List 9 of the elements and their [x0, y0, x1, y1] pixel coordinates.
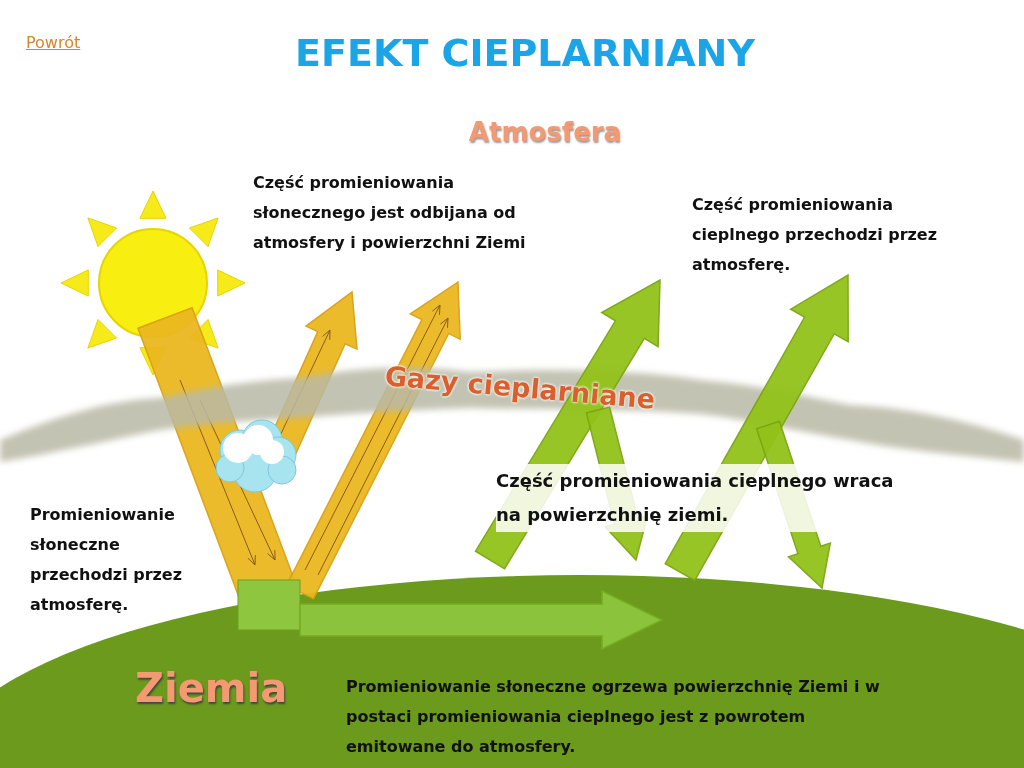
- annotation-text: Promieniowanie słoneczne ogrzewa powierzchnię Ziemi i w postaci promieniowania cieplnego jest z powrotem emitowane do atmosfery.: [346, 676, 881, 758]
- annotation-text: Część promieniowania cieplnego przechodzi przez atmosferę.: [692, 194, 939, 276]
- heading: Gazy cieplarniane: [382, 359, 658, 417]
- annotation-text: Promieniowanie słoneczne przechodzi przez atmosferę.: [30, 504, 183, 616]
- heading: Ziemia: [135, 664, 289, 713]
- heading: Atmosfera: [467, 116, 623, 149]
- annotation-text: Część promieniowania słonecznego jest odbijana od atmosfery i powierzchni Ziemi: [253, 172, 527, 254]
- title: EFEKT CIEPLARNIANY: [294, 30, 756, 77]
- back-link: Powrót: [26, 32, 81, 54]
